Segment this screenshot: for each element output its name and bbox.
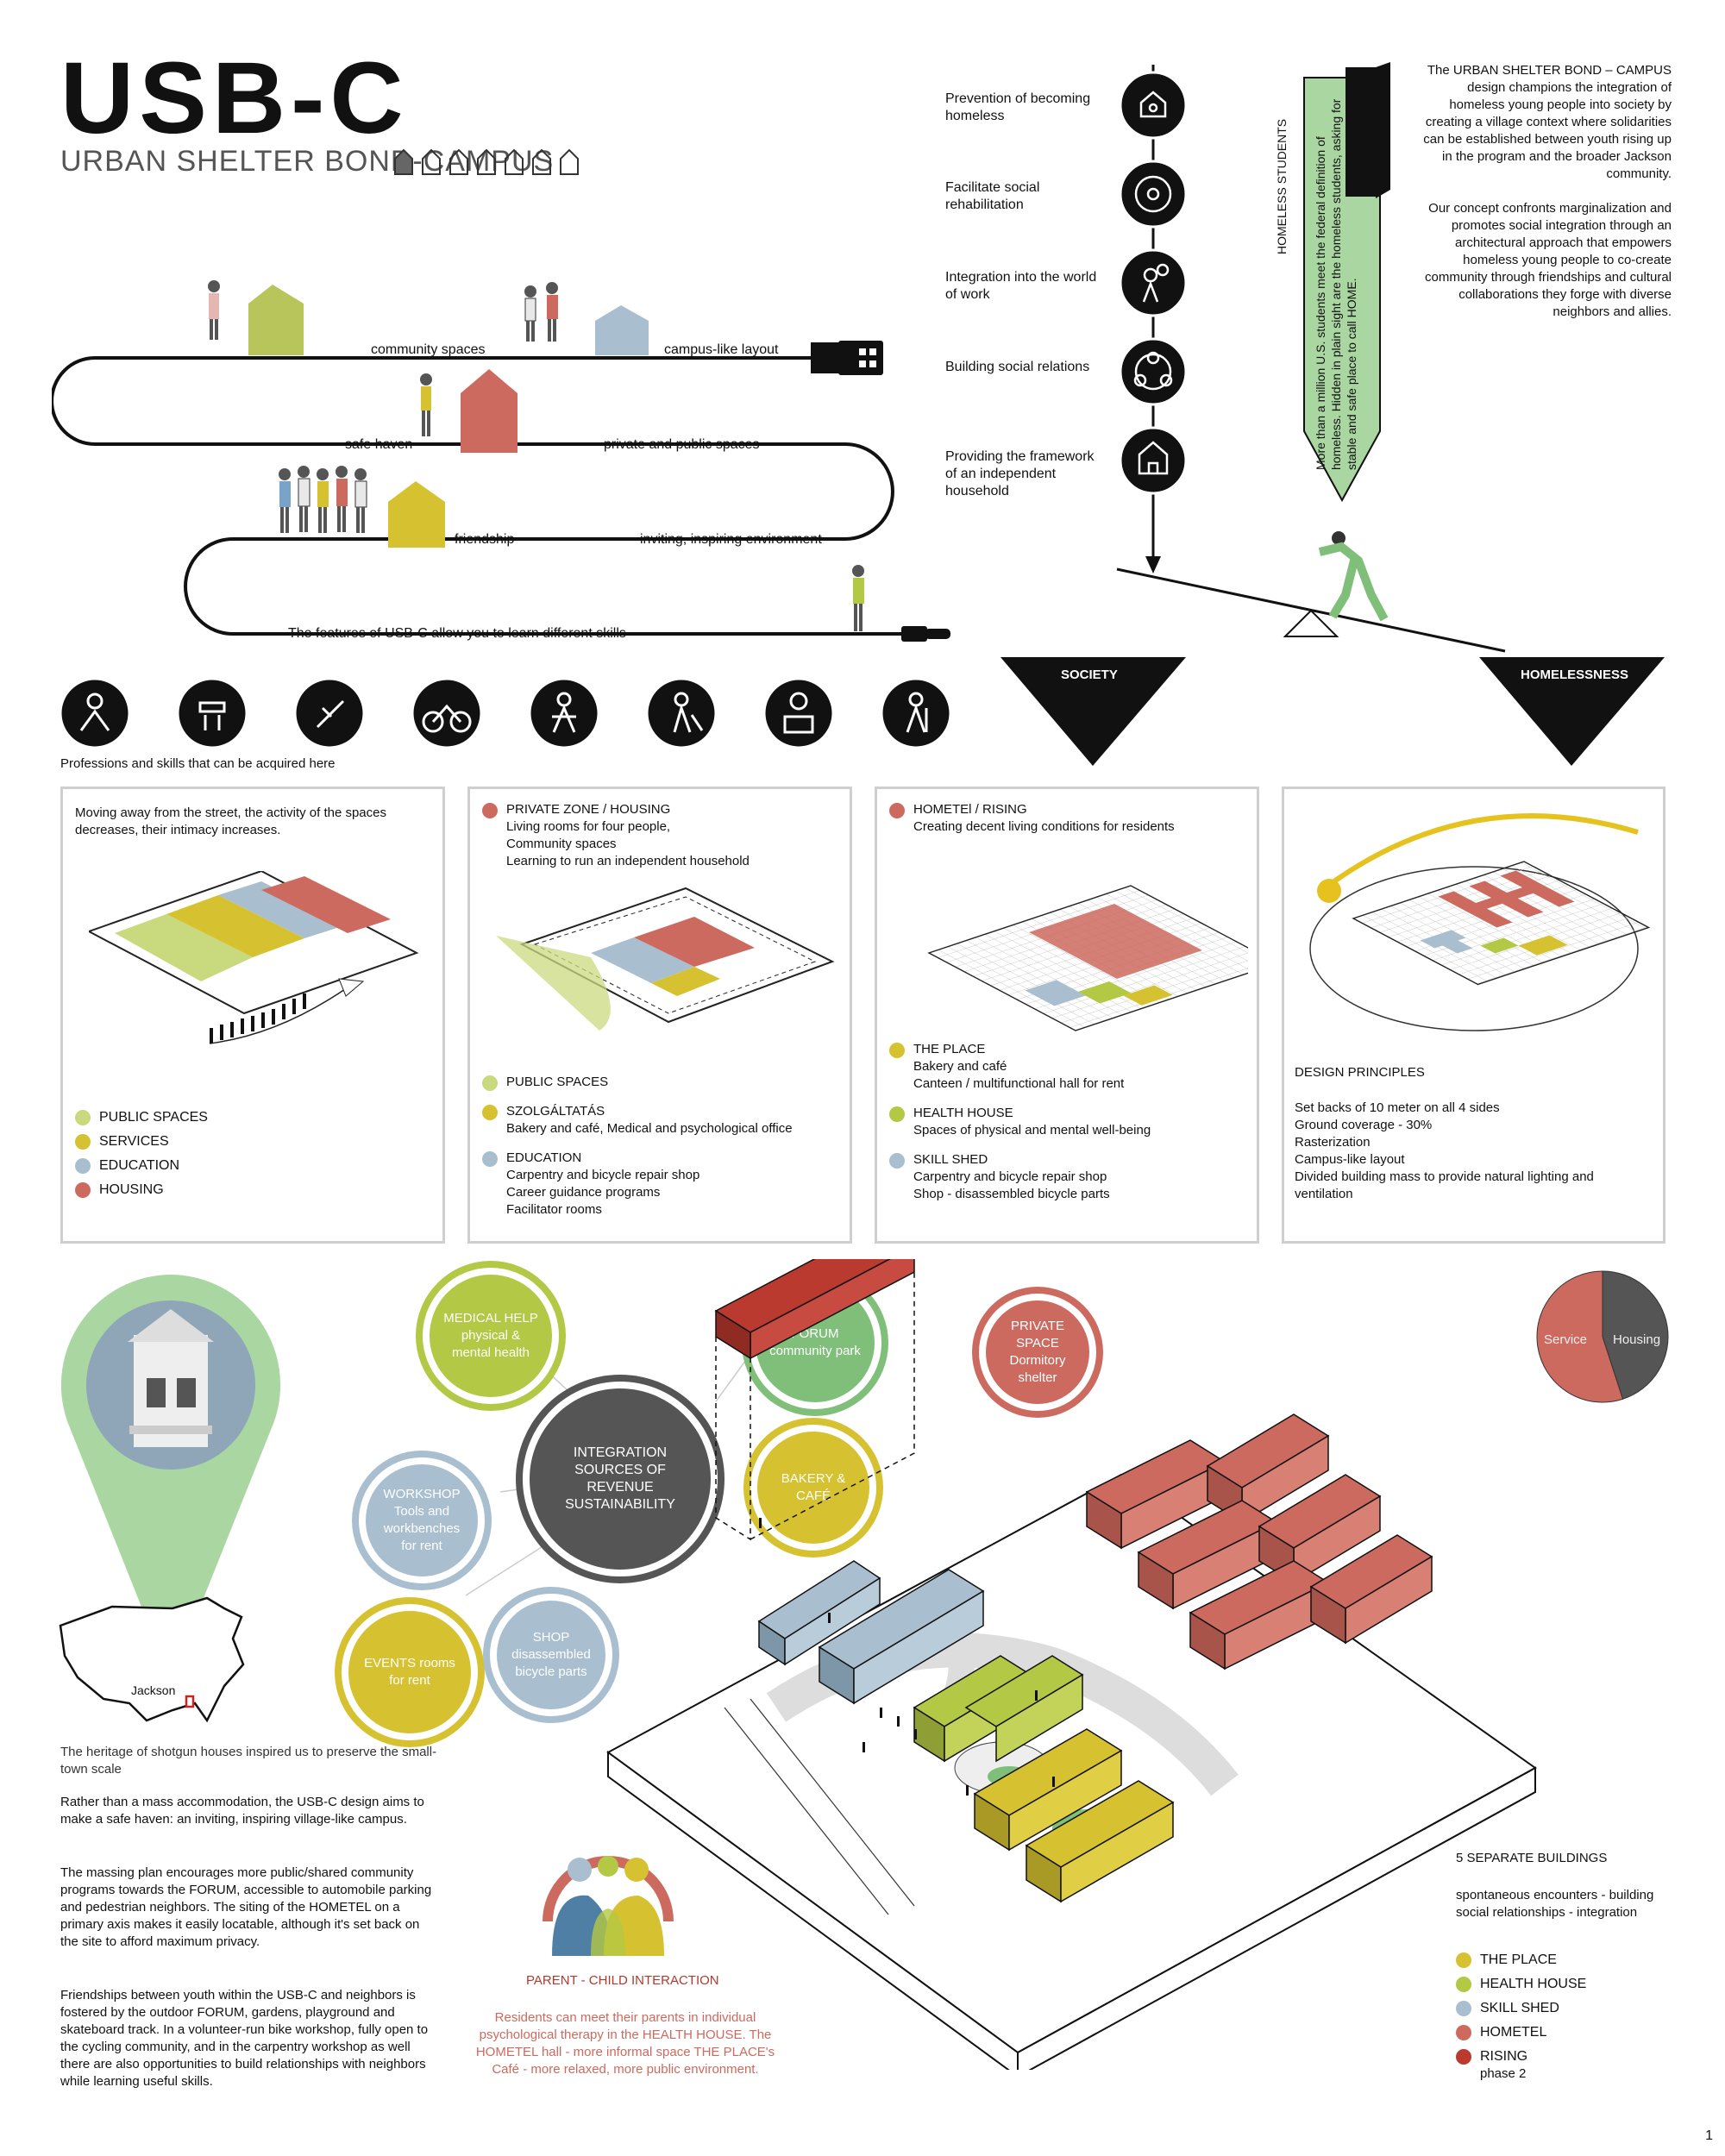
pie-label-service: Service (1544, 1332, 1588, 1347)
body-paragraph-1: Rather than a mass accommodation, the US… (60, 1795, 424, 1827)
panel-design-principles: DESIGN PRINCIPLES Set backs of 10 meter … (1282, 787, 1665, 1244)
page-subtitle: URBAN SHELTER BOND-CAMPUS (60, 145, 555, 178)
bubble-shop: SHOP disassembled bicycle parts (490, 1594, 612, 1716)
panel4-title: DESIGN PRINCIPLES (1295, 1065, 1425, 1080)
skills-caption: Professions and skills that can be acqui… (60, 756, 336, 771)
panel1-text: Moving away from the street, the activit… (75, 805, 386, 837)
homeless-arrow-text: More than a million U.S. students meet t… (1314, 98, 1358, 470)
house-rating-icons (394, 148, 579, 175)
road-label-safe-haven: safe haven (345, 437, 413, 452)
legend-phase: phase 2 (1480, 2066, 1527, 2081)
pie-slice-housing (1536, 1270, 1624, 1403)
panel-activity: Moving away from the street, the activit… (60, 787, 445, 1244)
panel4-site-diagram (1309, 813, 1651, 1031)
skill-icons-row (59, 677, 952, 749)
road-label-friendship: friendship (455, 532, 515, 547)
pie-slices (1536, 1270, 1669, 1403)
page-title: USB-C (60, 41, 409, 155)
homeless-vertical-label: HOMELESS STUDENTS (1275, 118, 1289, 254)
bubble-medical: MEDICAL HELP physical & mental health (423, 1268, 559, 1404)
panel4-lines: Set backs of 10 meter on all 4 sides Gro… (1295, 1100, 1594, 1201)
aim-work: Integration into the world of work (945, 270, 1097, 302)
road-label-inviting: inviting, inspiring environment (640, 532, 822, 547)
road-label-private-public: private and public spaces (604, 437, 760, 452)
aim-relations: Building social relations (945, 360, 1090, 374)
legend-the-place: THE PLACE (1456, 1952, 1586, 1968)
road-label-community: community spaces (371, 342, 486, 357)
intro-paragraph-1: The URBAN SHELTER BOND – CAMPUS design c… (1423, 63, 1672, 181)
aim-rehabilitation: Facilitate social rehabilitation (945, 180, 1040, 212)
panel1-zone-diagram (89, 871, 419, 1044)
seesaw-homelessness-label: HOMELESSNESS (1521, 667, 1629, 682)
bubble-integration-center: INTEGRATION SOURCES OF REVENUE SUSTAINAB… (523, 1382, 718, 1576)
body-paragraph-3: Friendships between youth within the USB… (60, 1988, 429, 2089)
buildings-legend: THE PLACE HEALTH HOUSE SKILL SHED HOMETE… (1456, 1952, 1586, 2081)
legend-health-house: HEALTH HOUSE (1456, 1977, 1586, 1992)
buildings-subtitle: spontaneous encounters - building social… (1456, 1888, 1654, 1920)
road-label-features: The features of USB-C allow you to learn… (288, 626, 626, 641)
body-paragraph-2: The massing plan encourages more public/… (60, 1865, 432, 1949)
parent-child-icon (543, 1856, 674, 1956)
intro-text: The URBAN SHELTER BOND – CAMPUS design c… (1413, 62, 1672, 321)
parent-child-title: PARENT - CHILD INTERACTION (526, 1973, 719, 1988)
bubble-workshop: WORKSHOP Tools and workbenches for rent (359, 1457, 485, 1583)
heritage-text: The heritage of shotgun houses inspired … (60, 1745, 437, 1777)
homeless-arrow (1303, 62, 1390, 503)
bubble-private-space: PRIVATE SPACE Dormitory shelter (979, 1294, 1096, 1411)
legend-education: EDUCATION (75, 1158, 208, 1174)
bubble-events: EVENTS rooms for rent (342, 1604, 478, 1740)
panel3-grid-diagram (927, 885, 1248, 1031)
panel2-top: PRIVATE ZONE / HOUSING Living rooms for … (482, 801, 750, 870)
legend-rising: RISING (1456, 2049, 1586, 2065)
bubble-bakery: BAKERY & CAFÉ (750, 1425, 876, 1551)
usa-map (59, 1596, 245, 1723)
panel2-item-public: PUBLIC SPACES (482, 1074, 844, 1091)
site-axonometric (606, 1259, 1537, 2070)
legend-services: SERVICES (75, 1134, 208, 1150)
buildings-title: 5 SEPARATE BUILDINGS (1456, 1851, 1608, 1865)
legend-housing: HOUSING (75, 1182, 208, 1198)
cable-road-diagram (52, 280, 950, 642)
legend-skill-shed: SKILL SHED (1456, 2001, 1586, 2016)
panel3-top: HOMETEl / RISING Creating decent living … (889, 801, 1175, 836)
panel2-zone-diagram (496, 887, 835, 1031)
legend-public: PUBLIC SPACES (75, 1110, 208, 1125)
panel-private-zone: PRIVATE ZONE / HOUSING Living rooms for … (467, 787, 852, 1244)
map-city-label: Jackson (131, 1683, 176, 1697)
aim-household: Providing the framework of an independen… (945, 449, 1095, 498)
location-pin (60, 1275, 281, 1680)
seesaw-society-label: SOCIETY (1061, 667, 1118, 682)
intro-paragraph-2: Our concept confronts marginalization an… (1425, 201, 1672, 319)
aim-prevention: Prevention of becoming homeless (945, 91, 1091, 123)
page-number: 1 (1705, 2128, 1713, 2143)
service-housing-pie (1536, 1270, 1669, 1403)
road-label-campus: campus-like layout (664, 342, 779, 357)
panel1-legend: PUBLIC SPACES SERVICES EDUCATION HOUSING (75, 1110, 208, 1206)
panel-hometel: HOMETEl / RISING Creating decent living … (875, 787, 1259, 1244)
pie-slice-service (1602, 1270, 1669, 1400)
seesaw-diagram (1000, 531, 1665, 766)
aims-icon-column (1119, 65, 1188, 573)
pie-label-housing: Housing (1613, 1332, 1661, 1347)
legend-hometel: HOMETEL (1456, 2025, 1586, 2040)
parent-child-text: Residents can meet their parents in indi… (475, 2010, 775, 2077)
